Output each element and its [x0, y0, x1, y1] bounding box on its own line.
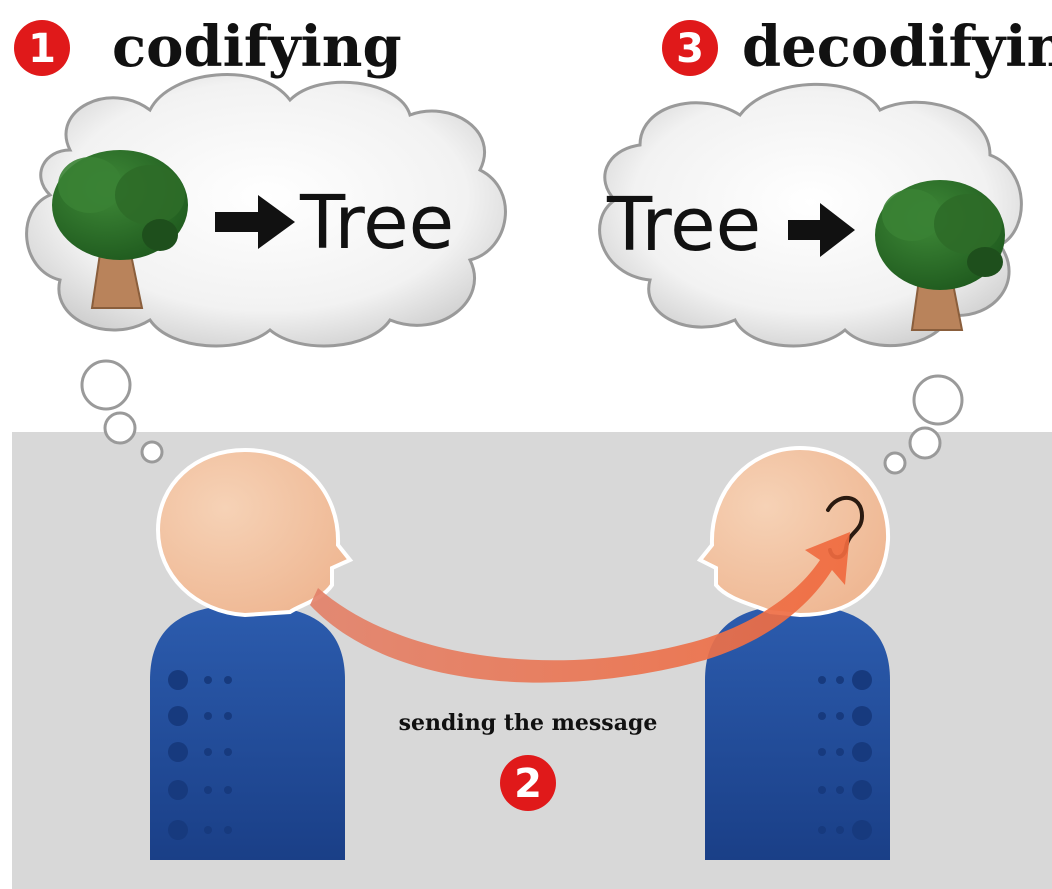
sender-buttons — [168, 670, 232, 840]
step-1-number: 1 — [28, 26, 56, 72]
receiver-right-arrow-icon — [788, 203, 855, 257]
step-3-badge — [662, 20, 718, 76]
receiver-trail-small — [883, 451, 907, 475]
sender-head — [155, 447, 354, 618]
receiver-word: Tree — [606, 182, 761, 268]
receiver-thought-bubble: Tree — [598, 82, 1023, 475]
step-1-label: codifying — [112, 14, 402, 80]
step-2-badge — [500, 755, 556, 811]
receiver-trail-medium — [908, 426, 942, 460]
step-3-number: 3 — [676, 26, 704, 72]
sender-body — [150, 605, 345, 860]
sender-person — [150, 447, 354, 860]
step-2-heading: sending the message 2 — [399, 710, 658, 811]
message-arrow — [310, 532, 850, 683]
receiver-trail-large — [912, 374, 964, 426]
receiver-tree-icon — [875, 180, 1005, 331]
sender-word: Tree — [299, 180, 454, 266]
receiver-buttons — [818, 670, 872, 840]
step-2-label: sending the message — [399, 710, 658, 736]
sender-trail-small — [140, 440, 164, 464]
sender-right-arrow-icon — [215, 195, 295, 249]
sender-thought-bubble: Tree — [25, 73, 507, 464]
step-3-heading: 3 decodifying — [662, 14, 1052, 80]
receiver-body — [705, 605, 890, 860]
step-3-label: decodifying — [742, 14, 1052, 80]
sender-trail-large — [80, 359, 132, 411]
step-2-number: 2 — [514, 761, 542, 807]
receiver-person — [696, 445, 891, 860]
step-1-heading: 1 codifying — [14, 14, 402, 80]
sender-trail-medium — [103, 411, 137, 445]
sender-tree-icon — [52, 150, 188, 309]
step-1-badge — [14, 20, 70, 76]
